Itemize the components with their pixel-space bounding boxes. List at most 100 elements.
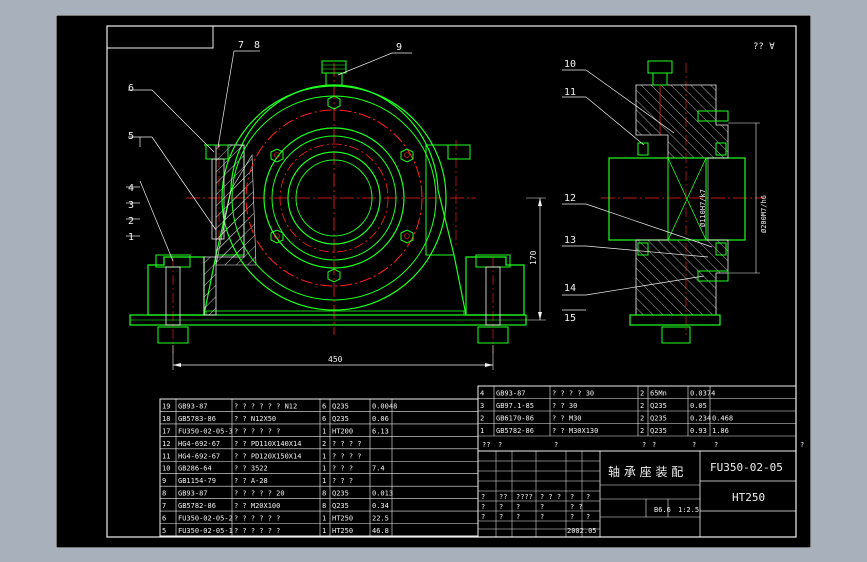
bom-right-cell: 0.234 [690,415,711,423]
bom-right-cell: Q235 [650,402,667,410]
oil-cup-stem [325,72,343,86]
title-cell: ? [586,513,590,521]
bom-right-cell: ? ? M30X130 [552,427,598,435]
bom-left-cell: GB286-64 [178,465,212,473]
bom-left-cell: 1 [322,452,326,460]
title-cell: ? [499,503,503,511]
bom-left-cell: HG4-692-67 [178,440,220,448]
bom-right-cell: 0.05 [690,402,707,410]
bom-right-cell: 2 [640,390,644,398]
balloon-5: 5 [128,131,134,142]
bom-left-cell: 6 [322,402,326,410]
bom-right-cell: 1 [480,427,484,435]
balloon-15: 15 [564,313,576,324]
dimension-width: 450 [328,355,343,364]
bom-left-cell: ? ? 3522 [234,465,268,473]
hatched-section-body [215,153,257,266]
bom-left-cell: 0.0048 [372,402,397,410]
bom-left-cell: 6.13 [372,427,389,435]
bom-right-cell: 2 [480,415,484,423]
dimension-height: 170 [529,250,538,265]
bom-left-cell: 0.06 [372,415,389,423]
bom-left-cell: 22.5 [372,515,389,523]
bom-right-cell: Q235 [650,427,667,435]
balloon-7: 7 [238,40,244,51]
bom-left-cell: ? ? ? ? ? 20 [234,490,285,498]
seal-right-top [715,142,727,156]
bom-left-cell: 18 [162,415,170,423]
dimension-housing-fit: Ø200M7/h6 [760,195,768,233]
cap-section-hatch [635,84,729,159]
title-cell: ? [481,513,485,521]
bom-right-cell: 0.468 [712,415,733,423]
bolt-pitch-circle [245,109,423,287]
leader-lines [126,50,713,311]
bom-left-cell: ? ? ? ? [332,440,362,448]
bom-header-cell: ? [498,441,502,449]
bom-left-cell: HT200 [332,427,353,435]
bom-left-cell: ? ? ? ? [332,452,362,460]
side-bolt-top [697,110,729,122]
bom-left-cell: 1 [322,515,326,523]
bom-header-cell: ?? [482,441,490,449]
balloon-6: 6 [128,83,134,94]
bom-left-cell: 0.34 [372,502,389,510]
bom-header-cell: ? [714,441,718,449]
bom-left-cell: 12 [162,440,170,448]
bom-left-cell: FU350-02-05-2 [178,515,233,523]
bom-left-cell: ? ? ? ? ? ? [234,515,280,523]
balloon-4: 4 [128,183,134,194]
bom-right-cell: GB93-87 [496,390,526,398]
side-section-view: Ø110H7/k7 Ø200M7/h6 [601,60,768,344]
bom-left-cell: 11 [162,452,170,460]
seal-right-bottom [715,242,727,256]
cad-drawing: ?? ∀ [56,15,811,548]
bom-left-cell: ? ? ? ? ? ? [234,527,280,535]
balloon-2: 2 [128,216,134,227]
bearing-inner-ring [287,151,381,245]
bom-right-cell: GB97.1-85 [496,402,534,410]
title-cell: ? ? ? [540,493,561,501]
bearing-section [667,157,707,241]
bom-left-cell: Q235 [332,502,349,510]
cap-bolt-hex-3 [270,229,284,244]
bom-left-cell: 46.8 [372,527,389,535]
base-section-hatch [635,239,729,316]
bom-left-cell: 1 [322,465,326,473]
side-base-plate [629,314,721,326]
title-cell: ? [481,493,485,501]
bom-left-cell: 8 [162,490,166,498]
title-cell: ? [516,503,520,511]
title-cell: ? [586,493,590,501]
bom-right-cell: 4 [480,390,484,398]
bom-header-cell: ? [692,441,696,449]
title-cell: ? [499,513,503,521]
bom-header-cell: ? [642,441,646,449]
bom-left-cell: FU350-02-05-3 [178,427,233,435]
cap-bolt-hex-4 [400,229,414,244]
bom-right-cell: ? ? ? ? 30 [552,390,594,398]
cap-bolt-hex-2 [400,148,414,163]
bom-right-cell: 65Mn [650,390,667,398]
balloon-8: 8 [254,40,260,51]
balloon-10: 10 [564,59,576,70]
bom-left-cell: HT250 [332,515,353,523]
shaft [608,157,746,241]
bom-left-cell: Q235 [332,490,349,498]
bom-left-cell: 6 [162,515,166,523]
foot-bolt-head-left [157,326,189,344]
title-cell: ? [540,513,544,521]
title-cell: ? [570,493,574,501]
bom-left-cell: 8 [322,490,326,498]
drawing-frame: ?? ∀ [56,15,811,548]
title-cell: ? [481,503,485,511]
balloon-11: 11 [564,87,576,98]
cap-bolt-hex-1 [270,148,284,163]
bom-left-cell: GB93-87 [178,490,208,498]
bom-left-cell: 1 [322,477,326,485]
base-seat [205,310,465,316]
balloon-14: 14 [564,283,576,294]
bom-left-cell: 17 [162,427,170,435]
bom-right-cell: Q235 [650,415,667,423]
